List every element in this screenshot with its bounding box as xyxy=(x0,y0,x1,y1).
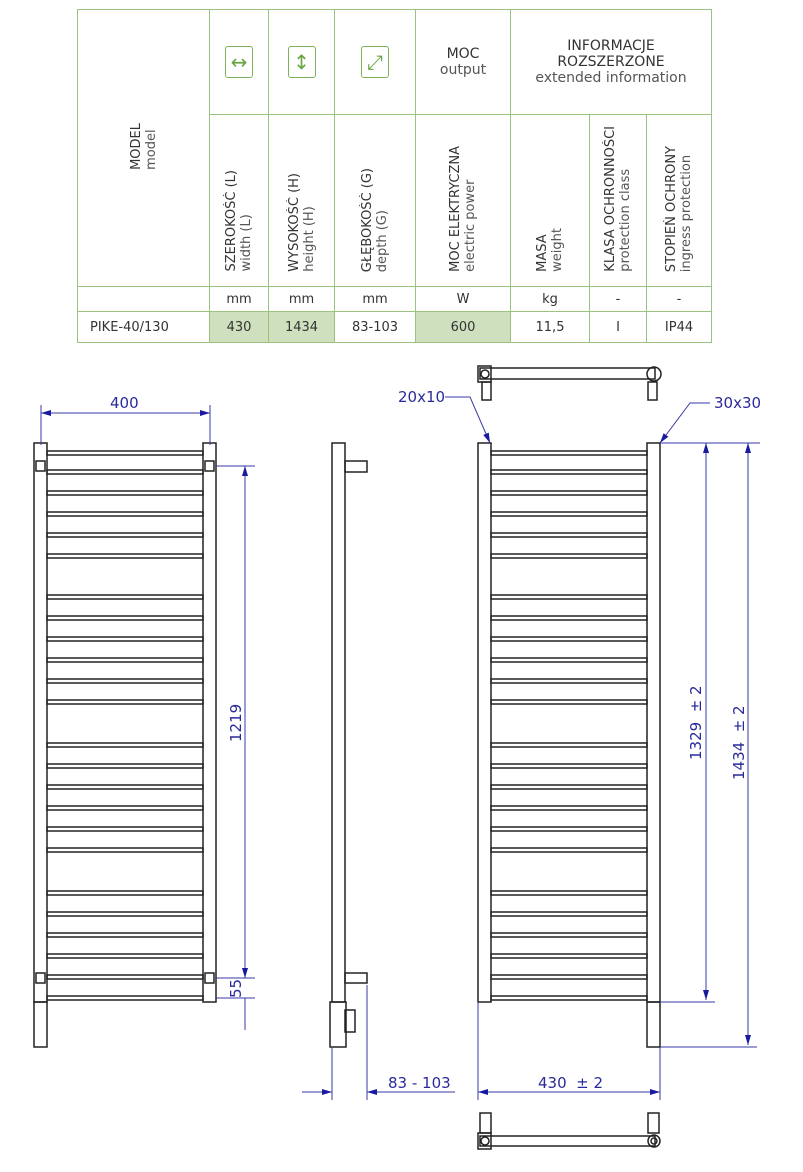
towel-rail xyxy=(46,995,204,1001)
label: output xyxy=(439,62,487,78)
towel-rail xyxy=(46,784,204,790)
towel-rail xyxy=(490,784,648,790)
towel-rail xyxy=(490,490,648,496)
towel-rail xyxy=(46,553,204,559)
towel-rail xyxy=(46,657,204,663)
depth-header: GŁĘBOKOŚĆ (G)depth (G) xyxy=(334,114,416,287)
label: MOC xyxy=(446,46,480,62)
dim-depth: 83 - 103 xyxy=(388,1074,451,1092)
towel-rail xyxy=(490,974,648,980)
diagonal-arrows-icon: ⤢ xyxy=(361,46,389,78)
towel-rail xyxy=(490,742,648,748)
towel-rail xyxy=(490,763,648,769)
dimension-lines xyxy=(40,396,760,1100)
towel-rail xyxy=(490,657,648,663)
ingress-cell: IP44 xyxy=(646,311,712,343)
class-cell: I xyxy=(589,311,647,343)
towel-rail xyxy=(46,469,204,475)
dim-width-400: 400 xyxy=(110,394,139,412)
towel-rail xyxy=(490,553,648,559)
label: INFORMACJE xyxy=(567,38,655,54)
power-cell: 600 xyxy=(415,311,511,343)
towel-rail xyxy=(46,532,204,538)
towel-rail xyxy=(46,890,204,896)
towel-rail xyxy=(46,953,204,959)
height-cell: 1434 xyxy=(268,311,335,343)
towel-rail xyxy=(46,450,204,456)
towel-rail xyxy=(46,490,204,496)
model-cell: PIKE-40/130 xyxy=(77,311,210,343)
unit: W xyxy=(415,286,511,312)
dim-55: 55 xyxy=(227,979,245,998)
towel-rail xyxy=(490,953,648,959)
towel-rail xyxy=(46,911,204,917)
towel-rail xyxy=(46,932,204,938)
towel-rail xyxy=(46,699,204,705)
towel-rail xyxy=(490,469,648,475)
towel-rail xyxy=(46,615,204,621)
towel-rail xyxy=(46,511,204,517)
unit: - xyxy=(646,286,712,312)
towel-rail xyxy=(490,511,648,517)
label: ROZSZERZONE xyxy=(557,54,665,70)
towel-rail xyxy=(490,450,648,456)
table-row: PIKE-40/130 430 1434 83-103 600 11,5 I I… xyxy=(77,311,712,343)
dim-width-430: 430 ± 2 xyxy=(538,1074,603,1092)
top-view xyxy=(477,365,662,401)
towel-rail xyxy=(490,847,648,853)
towel-rail xyxy=(490,890,648,896)
towel-rail xyxy=(46,847,204,853)
units-row: mm mm mm W kg - - xyxy=(77,286,712,312)
towel-rail xyxy=(46,594,204,600)
rear-view xyxy=(477,442,661,1048)
towel-rail xyxy=(46,974,204,980)
towel-rail xyxy=(46,678,204,684)
towel-rail xyxy=(490,699,648,705)
towel-rail xyxy=(490,995,648,1001)
dim-height-1434: 1434 ± 2 xyxy=(730,705,748,780)
side-view xyxy=(329,442,368,1048)
label-30x30: 30x30 xyxy=(714,394,761,412)
label: extended information xyxy=(535,70,687,86)
front-view xyxy=(33,442,217,1048)
horizontal-arrows-icon: ↔ xyxy=(225,46,253,78)
label-20x10: 20x10 xyxy=(398,388,445,406)
towel-rail xyxy=(490,826,648,832)
width-cell: 430 xyxy=(209,311,269,343)
towel-rail xyxy=(490,805,648,811)
bottom-view xyxy=(477,1112,661,1150)
height-header: WYSOKOŚĆ (H)height (H) xyxy=(268,114,335,287)
towel-rail xyxy=(46,805,204,811)
towel-rail xyxy=(46,826,204,832)
towel-rail xyxy=(490,532,648,538)
towel-rail xyxy=(46,742,204,748)
towel-rail xyxy=(490,594,648,600)
towel-rail xyxy=(490,678,648,684)
unit: kg xyxy=(510,286,590,312)
towel-rail xyxy=(490,911,648,917)
towel-rail xyxy=(490,636,648,642)
towel-rail xyxy=(490,932,648,938)
unit: mm xyxy=(209,286,269,312)
towel-rail xyxy=(46,636,204,642)
width-header: SZEROKOŚĆ (L)width (L) xyxy=(209,114,269,287)
vertical-arrows-icon: ↕ xyxy=(287,46,316,78)
dim-height-1329: 1329 ± 2 xyxy=(687,685,705,760)
weight-cell: 11,5 xyxy=(510,311,590,343)
towel-rail xyxy=(46,763,204,769)
depth-cell: 83-103 xyxy=(334,311,416,343)
dim-height-1219: 1219 xyxy=(227,704,245,742)
towel-rail xyxy=(490,615,648,621)
